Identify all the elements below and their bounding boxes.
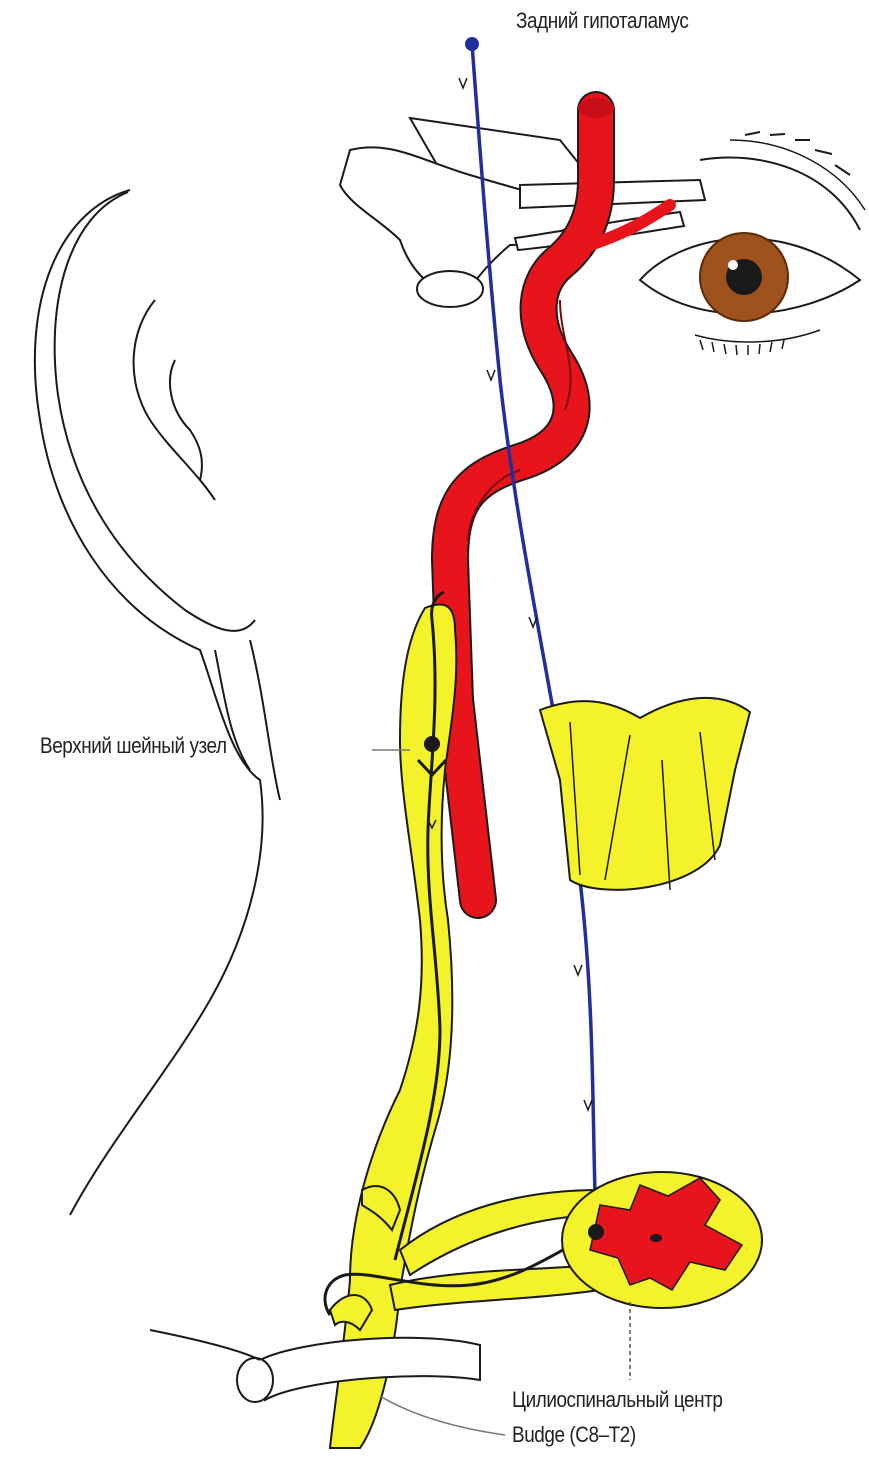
- ear-outline: [55, 192, 255, 631]
- sympathetic-trunk: [330, 592, 456, 1448]
- label-ciliospinal-center: Цилиоспинальный центр: [512, 1387, 722, 1413]
- label-budge-segments: Budge (C8–T2): [512, 1422, 636, 1448]
- vertebra-icon: [540, 698, 750, 890]
- head-outline: [35, 190, 280, 1215]
- eye-icon: [640, 132, 865, 355]
- lower-vessel: [150, 1330, 480, 1402]
- label-posterior-hypothalamus: Задний гипоталамус: [516, 8, 688, 34]
- spinal-cord-icon: [562, 1172, 762, 1380]
- label-superior-cervical-ganglion: Верхний шейный узел: [40, 733, 227, 759]
